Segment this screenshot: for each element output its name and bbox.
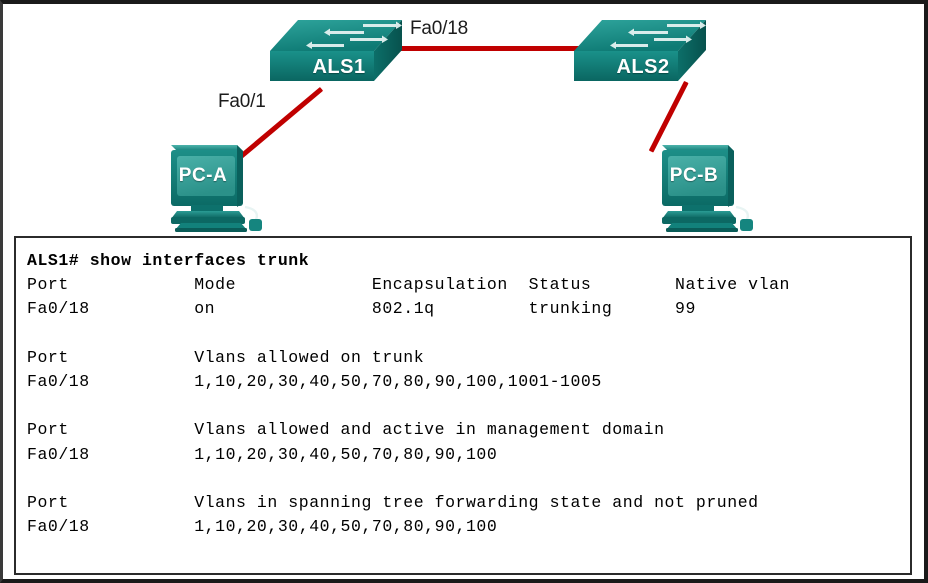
cli-command-line: ALS1# show interfaces trunk bbox=[27, 251, 310, 270]
port-label-fa0-18: Fa0/18 bbox=[410, 18, 468, 39]
switch-icon bbox=[574, 20, 706, 81]
cli-body-text: Port Mode Encapsulation Status Native vl… bbox=[27, 275, 790, 537]
pc-icon bbox=[662, 145, 753, 232]
switch-icon bbox=[270, 20, 402, 81]
device-pca[interactable]: PC-A bbox=[163, 141, 267, 233]
network-topology-diagram: Fa0/18 Fa0/1 bbox=[3, 4, 924, 232]
link-als1-als2 bbox=[392, 46, 607, 51]
cli-output-text: ALS1# show interfaces trunk Port Mode En… bbox=[16, 238, 910, 539]
device-als2[interactable]: ALS2 bbox=[572, 18, 708, 92]
cli-output-panel: ALS1# show interfaces trunk Port Mode En… bbox=[14, 236, 912, 575]
device-pcb[interactable]: PC-B bbox=[654, 141, 758, 233]
pc-icon bbox=[171, 145, 262, 232]
port-label-fa0-1: Fa0/1 bbox=[218, 91, 266, 112]
device-als1[interactable]: ALS1 bbox=[268, 18, 404, 92]
